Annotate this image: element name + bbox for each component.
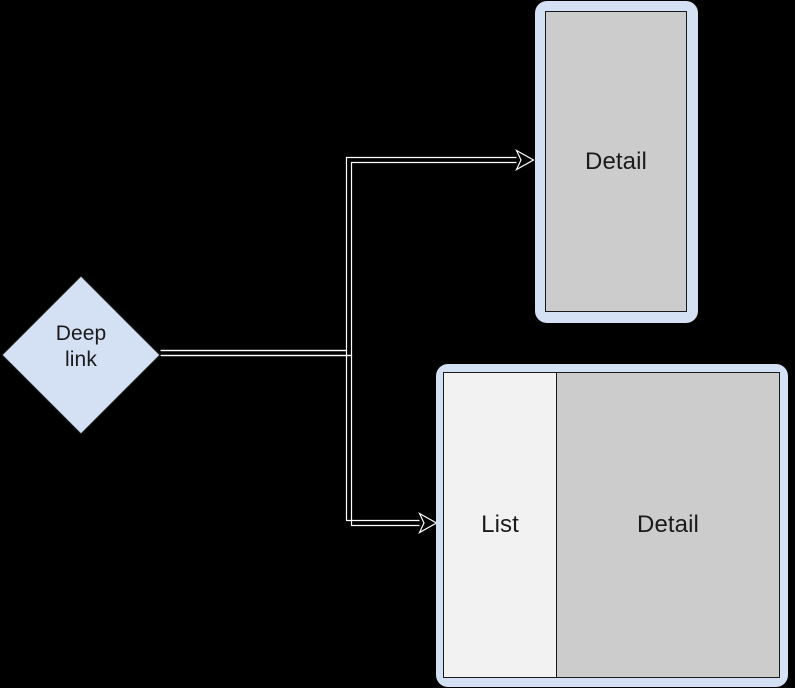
node-list-detail-device[interactable]: List Detail: [436, 364, 788, 687]
edge-deep-link-to-list-detail: [160, 349, 438, 534]
rhombus-icon: [1, 275, 162, 436]
list-detail-device-screen: List Detail: [443, 372, 780, 678]
detail-pane-label: Detail: [637, 510, 699, 538]
node-detail-device[interactable]: Detail: [535, 1, 698, 323]
list-pane-label: List: [481, 510, 519, 538]
detail-pane[interactable]: Detail: [557, 373, 779, 677]
node-deep-link[interactable]: Deep link: [0, 274, 162, 436]
detail-device-screen: Detail: [545, 11, 687, 312]
list-pane[interactable]: List: [444, 373, 557, 677]
arrowhead-icon: [418, 512, 438, 534]
detail-device-screen-label: Detail: [585, 147, 647, 175]
edge-deep-link-to-detail: [160, 149, 535, 357]
arrowhead-icon: [515, 149, 535, 171]
